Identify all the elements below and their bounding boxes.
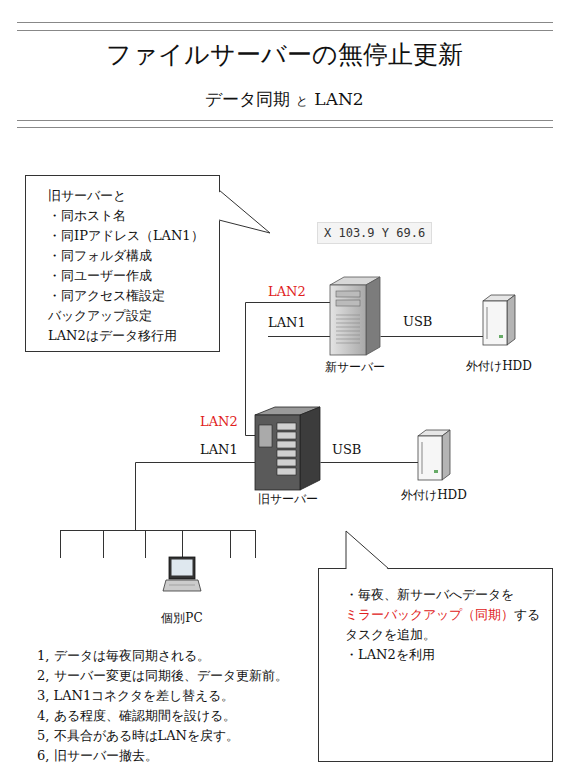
server-icon [255, 405, 320, 490]
callout-box: 旧サーバーと・同ホスト名・同IPアドレス（LAN1） ・同フォルダ構成・同ユーザー… [25, 175, 220, 352]
port-label: LAN2 [268, 284, 306, 299]
rule-lines [17, 23, 553, 128]
laptop-icon [163, 557, 201, 593]
device-label: 新サーバー [325, 360, 385, 375]
callout-text: ・LAN2を利用 [345, 647, 435, 662]
callout-text: する [514, 607, 540, 622]
device-label: 外付けHDD [401, 488, 467, 503]
subtitle-part: データ同期 [205, 89, 290, 109]
port-label: LAN1 [268, 315, 306, 330]
subtitle-part: LAN2 [314, 89, 363, 109]
callout-line: ・同IPアドレス（LAN1） [48, 226, 209, 246]
bus-drop [145, 530, 146, 558]
step-note: 4, ある程度、確認期間を設ける。 [37, 708, 236, 724]
callout-text: ・同ホスト名 [48, 208, 126, 223]
step-note: 3, LAN1コネクタを差し替える。 [37, 688, 234, 704]
device-node: 旧サーバー [255, 405, 320, 490]
cable-label: LAN1 [200, 442, 238, 457]
hdd-icon [483, 295, 515, 345]
step-note: 5, 不具合がある時はLANを戻す。 [37, 728, 239, 744]
callout-text: ・同アクセス権設定 [48, 288, 165, 303]
callout-text: ・毎夜、新サーバへデータを [345, 587, 514, 602]
callout-text: ・同ユーザー作成 [48, 268, 152, 283]
highlight-text: ミラーバックアップ（同期） [345, 607, 514, 622]
callout-line: ミラーバックアップ（同期）する [345, 605, 542, 625]
callout-line: ・同フォルダ構成 [48, 246, 209, 266]
bus-drop [103, 530, 104, 558]
device-label: 外付けHDD [466, 359, 532, 374]
callout-line: ・LAN2を利用 [345, 645, 542, 665]
device-node: 外付けHDD [483, 295, 515, 345]
callout-text: ・同IPアドレス（LAN1） [48, 228, 204, 243]
device-node: 外付けHDD [418, 430, 450, 480]
subtitle-part: と [296, 94, 308, 108]
network-cable [136, 463, 256, 558]
lan1-stub [268, 336, 330, 337]
callout-pointer [345, 530, 395, 572]
network-wires [60, 337, 330, 559]
device-node: 新サーバー [330, 275, 380, 355]
callout-line: ・同ユーザー作成 [48, 266, 209, 286]
coordinate-readout: X 103.9 Y 69.6 [317, 222, 432, 244]
callout-box: ・毎夜、新サーバへデータをミラーバックアップ（同期）するタスクを追加。・LAN2… [318, 568, 553, 762]
cable-label: USB [403, 314, 432, 329]
callout-line: ・毎夜、新サーバへデータを [345, 585, 542, 605]
callout-text: ・同フォルダ構成 [48, 248, 152, 263]
callout-line: バックアップ設定 [48, 306, 209, 326]
network-cable [321, 462, 419, 463]
step-note: 6, 旧サーバー撤去。 [37, 748, 158, 764]
callout-line: タスクを追加。 [345, 625, 542, 645]
page-title: ファイルサーバーの無停止更新 [0, 40, 569, 70]
bus-drop [60, 530, 61, 558]
step-note: 2, サーバー変更は同期後、データ更新前。 [37, 668, 288, 684]
callout-text: タスクを追加。 [345, 627, 436, 642]
step-note: 1, データは毎夜同期される。 [37, 648, 210, 664]
cable-label: LAN2 [200, 414, 238, 429]
bus-drop [255, 530, 256, 558]
callout-pointer [218, 189, 274, 237]
hdd-icon [418, 430, 450, 480]
callout-line: ・同アクセス権設定 [48, 286, 209, 306]
cable-label: USB [332, 442, 361, 457]
callout-line: 旧サーバーと [48, 186, 209, 206]
device-label: 旧サーバー [258, 492, 318, 507]
device-label: 個別PC [161, 611, 202, 626]
network-cable [381, 336, 484, 337]
callout-text: LAN2はデータ移行用 [48, 328, 177, 343]
server-icon [330, 275, 380, 355]
callout-line: LAN2はデータ移行用 [48, 326, 209, 346]
callout-text: バックアップ設定 [48, 308, 152, 323]
callout-text: 旧サーバーと [48, 188, 126, 203]
callout-line: ・同ホスト名 [48, 206, 209, 226]
device-node: 個別PC [163, 557, 201, 593]
subtitle: データ同期と LAN2 [0, 88, 569, 111]
bus-drop [230, 530, 231, 558]
